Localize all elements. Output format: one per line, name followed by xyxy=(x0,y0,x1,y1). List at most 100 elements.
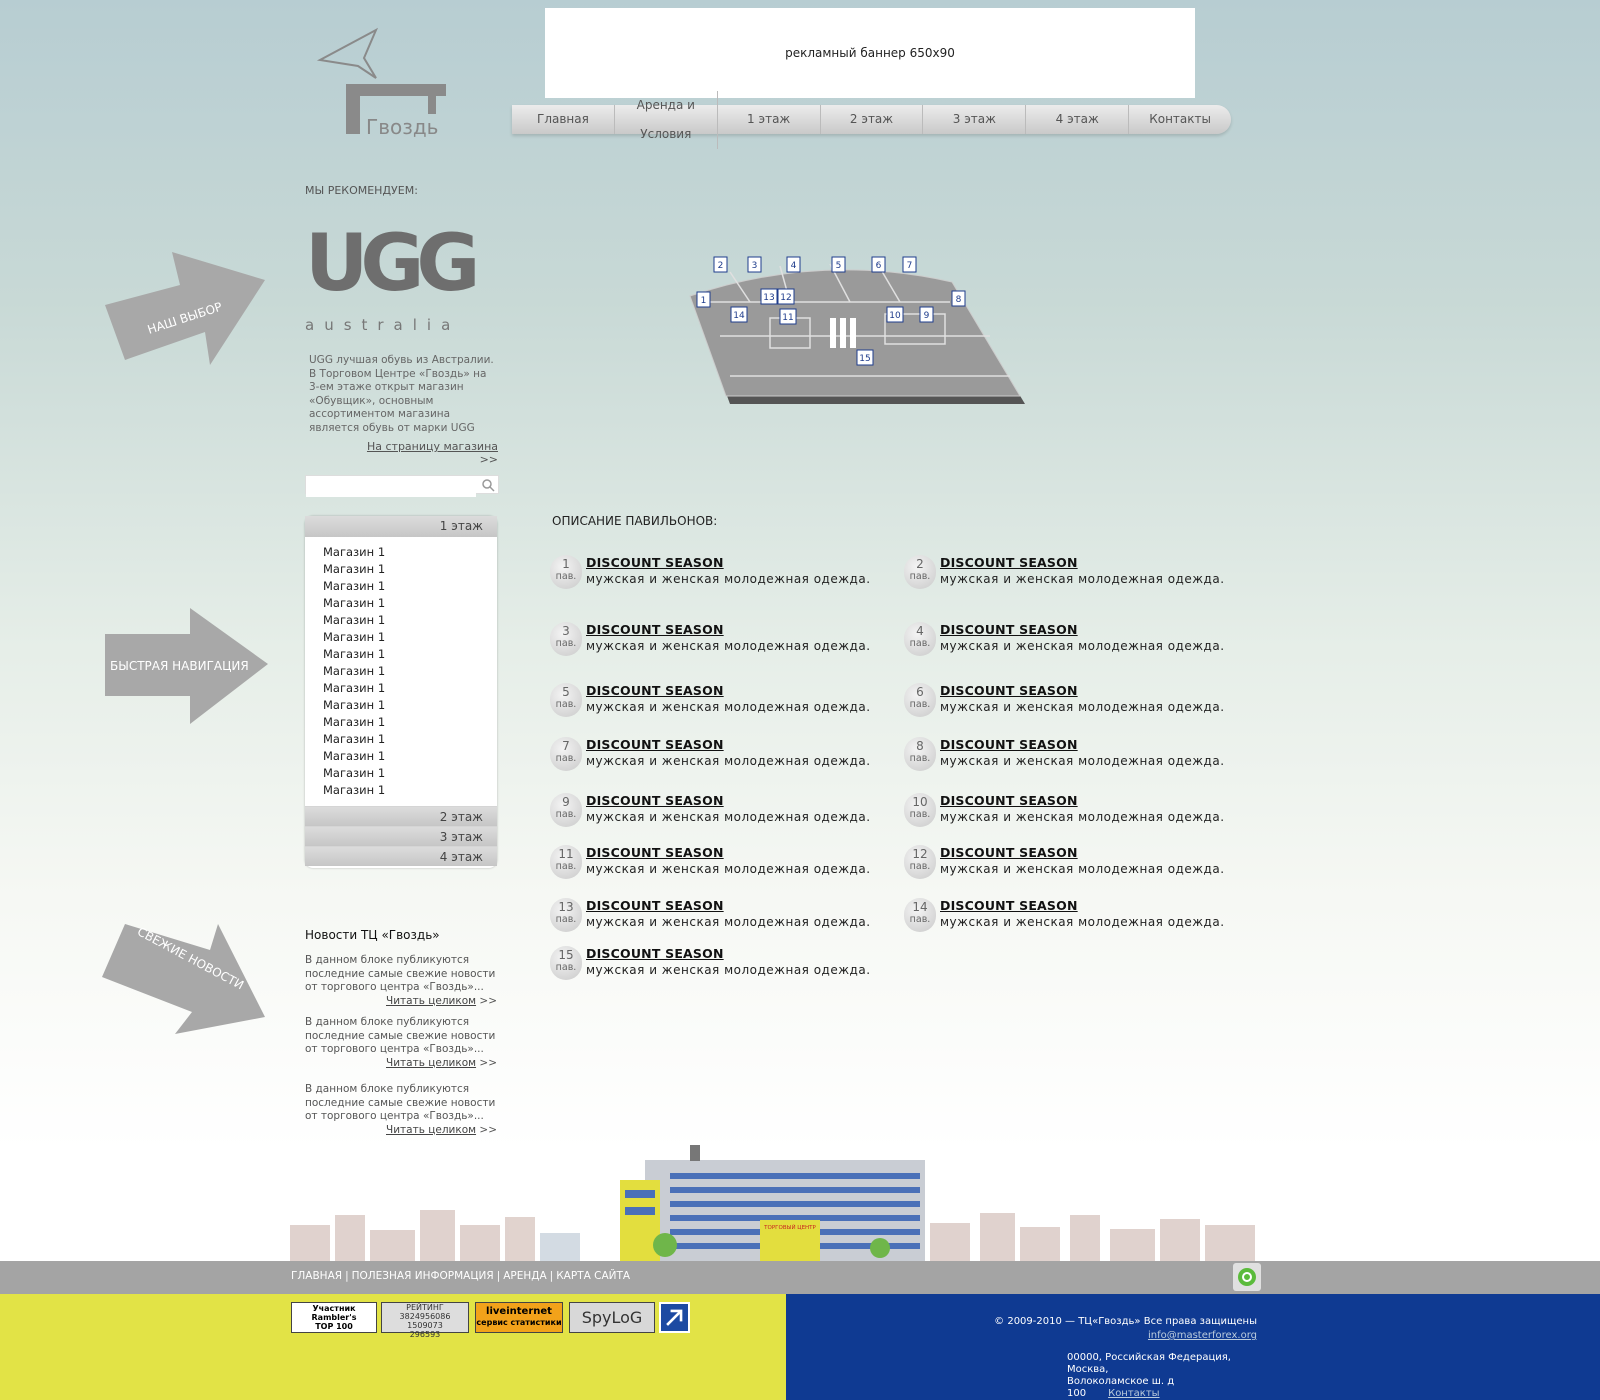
spylog-counter[interactable]: SpyLoG xyxy=(569,1302,655,1333)
footer-contacts-link[interactable]: Контакты xyxy=(1108,1388,1160,1399)
shop-page-link-text[interactable]: На страницу магазина xyxy=(366,440,498,453)
nav-item-floor-3[interactable]: 3 этаж xyxy=(923,105,1027,134)
footer-link-useful-info[interactable]: ПОЛЕЗНАЯ ИНФОРМАЦИЯ xyxy=(351,1270,494,1282)
pavilion-name-link[interactable]: DISCOUNT SEASON xyxy=(586,845,724,860)
shop-item[interactable]: Магазин 1 xyxy=(323,562,386,576)
footer-link-sitemap[interactable]: КАРТА САЙТА xyxy=(556,1270,631,1282)
pavilion-name-link[interactable]: DISCOUNT SEASON xyxy=(940,845,1078,860)
pavilion-name-link[interactable]: DISCOUNT SEASON xyxy=(940,898,1078,913)
shop-item[interactable]: Магазин 1 xyxy=(323,681,386,695)
news-read-more[interactable]: Читать целиком >> xyxy=(305,1124,497,1138)
shop-item[interactable]: Магазин 1 xyxy=(323,613,386,627)
pavilion-name-link[interactable]: DISCOUNT SEASON xyxy=(586,622,724,637)
shop-item[interactable]: Магазин 1 xyxy=(323,698,386,712)
shop-page-link[interactable]: На страницу магазина >> xyxy=(352,440,498,466)
map-pin[interactable]: 9 xyxy=(919,306,934,323)
news-read-more-link[interactable]: Читать целиком xyxy=(386,1123,477,1136)
map-pin[interactable]: 8 xyxy=(951,290,966,307)
shop-item[interactable]: Магазин 1 xyxy=(323,783,386,797)
rambler-counter-line: Rambler's xyxy=(311,1313,357,1322)
shop-item[interactable]: Магазин 1 xyxy=(323,732,386,746)
developer-logo-icon[interactable] xyxy=(1233,1263,1261,1291)
map-pin-label: 15 xyxy=(859,354,870,364)
pavilion-name-link[interactable]: DISCOUNT SEASON xyxy=(586,946,724,961)
nav-item-contacts[interactable]: Контакты xyxy=(1149,112,1211,126)
map-pin[interactable]: 13 xyxy=(760,288,778,305)
floor-tab-2[interactable]: 2 этаж xyxy=(305,806,497,826)
shop-item[interactable]: Магазин 1 xyxy=(323,749,386,763)
news-read-more[interactable]: Читать целиком >> xyxy=(305,995,497,1009)
footer-email-link[interactable]: info@masterforex.org xyxy=(1147,1330,1257,1341)
map-pin[interactable]: 14 xyxy=(730,306,748,323)
floor-tab-4[interactable]: 4 этаж xyxy=(305,846,497,866)
pavilion-description: мужская и женская молодежная одежда. xyxy=(586,572,871,586)
pavilion-name-link[interactable]: DISCOUNT SEASON xyxy=(586,793,724,808)
news-read-more-link[interactable]: Читать целиком xyxy=(386,1056,477,1069)
map-pin[interactable]: 11 xyxy=(779,308,797,325)
map-pin[interactable]: 7 xyxy=(902,256,917,273)
pavilion-name-link[interactable]: DISCOUNT SEASON xyxy=(940,555,1078,570)
shop-item[interactable]: Магазин 1 xyxy=(323,579,386,593)
ugg-brand-logo[interactable]: UGG australia xyxy=(305,219,490,336)
nav-item-floor-2[interactable]: 2 этаж xyxy=(821,105,924,134)
map-pin[interactable]: 12 xyxy=(777,288,795,305)
external-link-icon[interactable] xyxy=(659,1302,690,1333)
news-read-more-suffix: >> xyxy=(479,994,497,1007)
pavilion-name-link[interactable]: DISCOUNT SEASON xyxy=(586,555,724,570)
news-read-more[interactable]: Читать целиком >> xyxy=(305,1057,497,1071)
search-icon[interactable] xyxy=(481,478,495,492)
pavilion-name-link[interactable]: DISCOUNT SEASON xyxy=(586,737,724,752)
map-pin[interactable]: 3 xyxy=(747,256,762,273)
ad-banner[interactable]: рекламный баннер 650х90 xyxy=(545,8,1195,98)
map-pin-label: 11 xyxy=(782,313,793,323)
footer-link-rent[interactable]: АРЕНДА xyxy=(503,1270,547,1282)
shop-item[interactable]: Магазин 1 xyxy=(323,664,386,678)
site-logo[interactable]: Гвоздь xyxy=(316,27,468,148)
map-pin[interactable]: 2 xyxy=(713,256,728,273)
pavilion-suffix: пав. xyxy=(555,962,577,973)
map-pin[interactable]: 15 xyxy=(856,349,874,366)
pavilion-name-link[interactable]: DISCOUNT SEASON xyxy=(940,793,1078,808)
map-pin[interactable]: 1 xyxy=(696,291,711,308)
mail-ru-rating-counter[interactable]: РЕЙТИНГ 3824956086 1509073 296593 xyxy=(381,1302,469,1339)
shop-item[interactable]: Магазин 1 xyxy=(323,545,386,559)
pavilion-name-link[interactable]: DISCOUNT SEASON xyxy=(940,683,1078,698)
shop-item[interactable]: Магазин 1 xyxy=(323,647,386,661)
pavilion-number: 13 xyxy=(558,900,574,914)
pavilion-name-link[interactable]: DISCOUNT SEASON xyxy=(940,622,1078,637)
floor-tab-3[interactable]: 3 этаж xyxy=(305,826,497,846)
pavilion-name-link[interactable]: DISCOUNT SEASON xyxy=(586,898,724,913)
shop-item[interactable]: Магазин 1 xyxy=(323,596,386,610)
shop-item[interactable]: Магазин 1 xyxy=(323,630,386,644)
nav-item-floor-4[interactable]: 4 этаж xyxy=(1026,105,1130,134)
pavilion-name-link[interactable]: DISCOUNT SEASON xyxy=(586,683,724,698)
map-pin[interactable]: 5 xyxy=(831,256,846,273)
floor-tab-1[interactable]: 1 этаж xyxy=(305,516,497,537)
shop-item[interactable]: Магазин 1 xyxy=(323,766,386,780)
shop-item[interactable]: Магазин 1 xyxy=(323,715,386,729)
footer-link-home[interactable]: ГЛАВНАЯ xyxy=(291,1270,343,1282)
map-pin-label: 7 xyxy=(907,261,913,271)
pavilion-description: мужская и женская молодежная одежда. xyxy=(586,963,871,977)
news-text: В данном блоке публикуются последние сам… xyxy=(305,1083,496,1122)
liveinternet-counter[interactable]: liveinternet сервис статистики xyxy=(475,1302,563,1333)
nav-item-home[interactable]: Главная xyxy=(512,105,615,134)
pavilion-suffix: пав. xyxy=(909,861,931,872)
footer-address: 00000, Российская Федерация, Москва, Вол… xyxy=(1067,1352,1257,1400)
pavilion-description: мужская и женская молодежная одежда. xyxy=(586,915,871,929)
news-read-more-link[interactable]: Читать целиком xyxy=(386,994,477,1007)
nav-item-rent[interactable]: Аренда и Условия xyxy=(615,90,718,149)
nav-item-floor-1[interactable]: 1 этаж xyxy=(718,105,821,134)
map-pin[interactable]: 6 xyxy=(871,256,886,273)
map-pin[interactable]: 4 xyxy=(786,256,801,273)
search-input[interactable] xyxy=(306,479,476,497)
rambler-top100-counter[interactable]: Участник Rambler's TOP 100 xyxy=(291,1302,377,1333)
map-pin[interactable]: 10 xyxy=(886,306,904,323)
pavilion-name-link[interactable]: DISCOUNT SEASON xyxy=(940,737,1078,752)
